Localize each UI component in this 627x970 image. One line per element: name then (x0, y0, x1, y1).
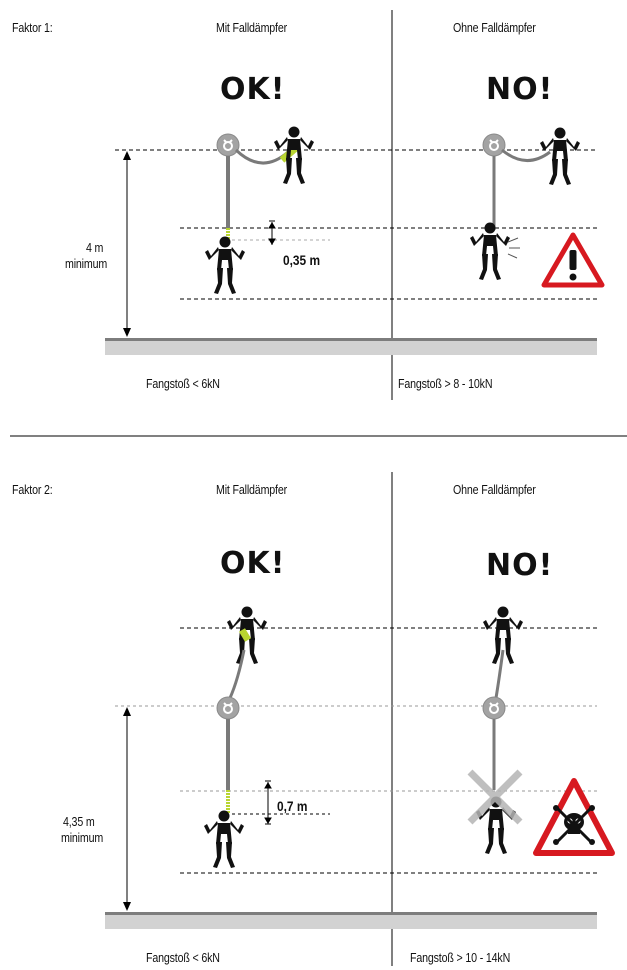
climber-before-fall-icon (274, 126, 314, 184)
no-label: NO! (486, 548, 554, 583)
with-absorber-heading: Mit Falldämpfer (216, 482, 288, 497)
impact-force-without-absorber: Fangstoß > 10 - 14kN (410, 950, 511, 965)
warning-skull-icon (533, 778, 615, 856)
climber-after-fall-icon (205, 236, 245, 294)
climber-after-fall-icon (204, 810, 244, 868)
impact-force-with-absorber: Fangstoß < 6kN (146, 950, 220, 965)
height-note: minimum (65, 256, 108, 271)
no-label: NO! (486, 72, 554, 107)
reference-lines-panel-1 (115, 149, 597, 300)
impact-force-without-absorber: Fangstoß > 8 - 10kN (398, 376, 493, 391)
extension-arrow-panel-2 (264, 780, 272, 825)
climber-injured-icon (470, 222, 510, 280)
reference-lines-panel-2 (180, 627, 597, 874)
anchor-bolt-icon (482, 696, 506, 720)
impact-lines (507, 237, 520, 259)
ground-panel-2 (105, 912, 597, 929)
height-arrow-panel-2 (123, 707, 131, 911)
without-absorber-heading: Ohne Falldämpfer (453, 482, 536, 497)
absorber-extension-value: 0,7 m (277, 798, 308, 814)
ground-panel-1 (105, 338, 597, 355)
factor-label: Faktor 1: (12, 20, 53, 35)
anchor-bolt-icon (482, 133, 506, 157)
height-value: 4 m (86, 240, 104, 255)
factor-label: Faktor 2: (12, 482, 53, 497)
height-value: 4,35 m (63, 814, 95, 829)
absorber-extension-value: 0,35 m (283, 252, 321, 268)
impact-force-with-absorber: Fangstoß < 6kN (146, 376, 220, 391)
cross-mark-icon (467, 769, 523, 825)
height-arrow-panel-1 (123, 151, 131, 337)
ok-label: OK! (220, 546, 286, 581)
anchor-bolt-icon (216, 696, 240, 720)
without-absorber-heading: Ohne Falldämpfer (453, 20, 536, 35)
ok-label: OK! (220, 72, 286, 107)
with-absorber-heading: Mit Falldämpfer (216, 20, 288, 35)
extension-arrow-panel-1 (268, 220, 276, 245)
warning-exclamation-icon (541, 232, 605, 288)
height-note: minimum (61, 830, 104, 845)
anchor-bolt-icon (216, 133, 240, 157)
